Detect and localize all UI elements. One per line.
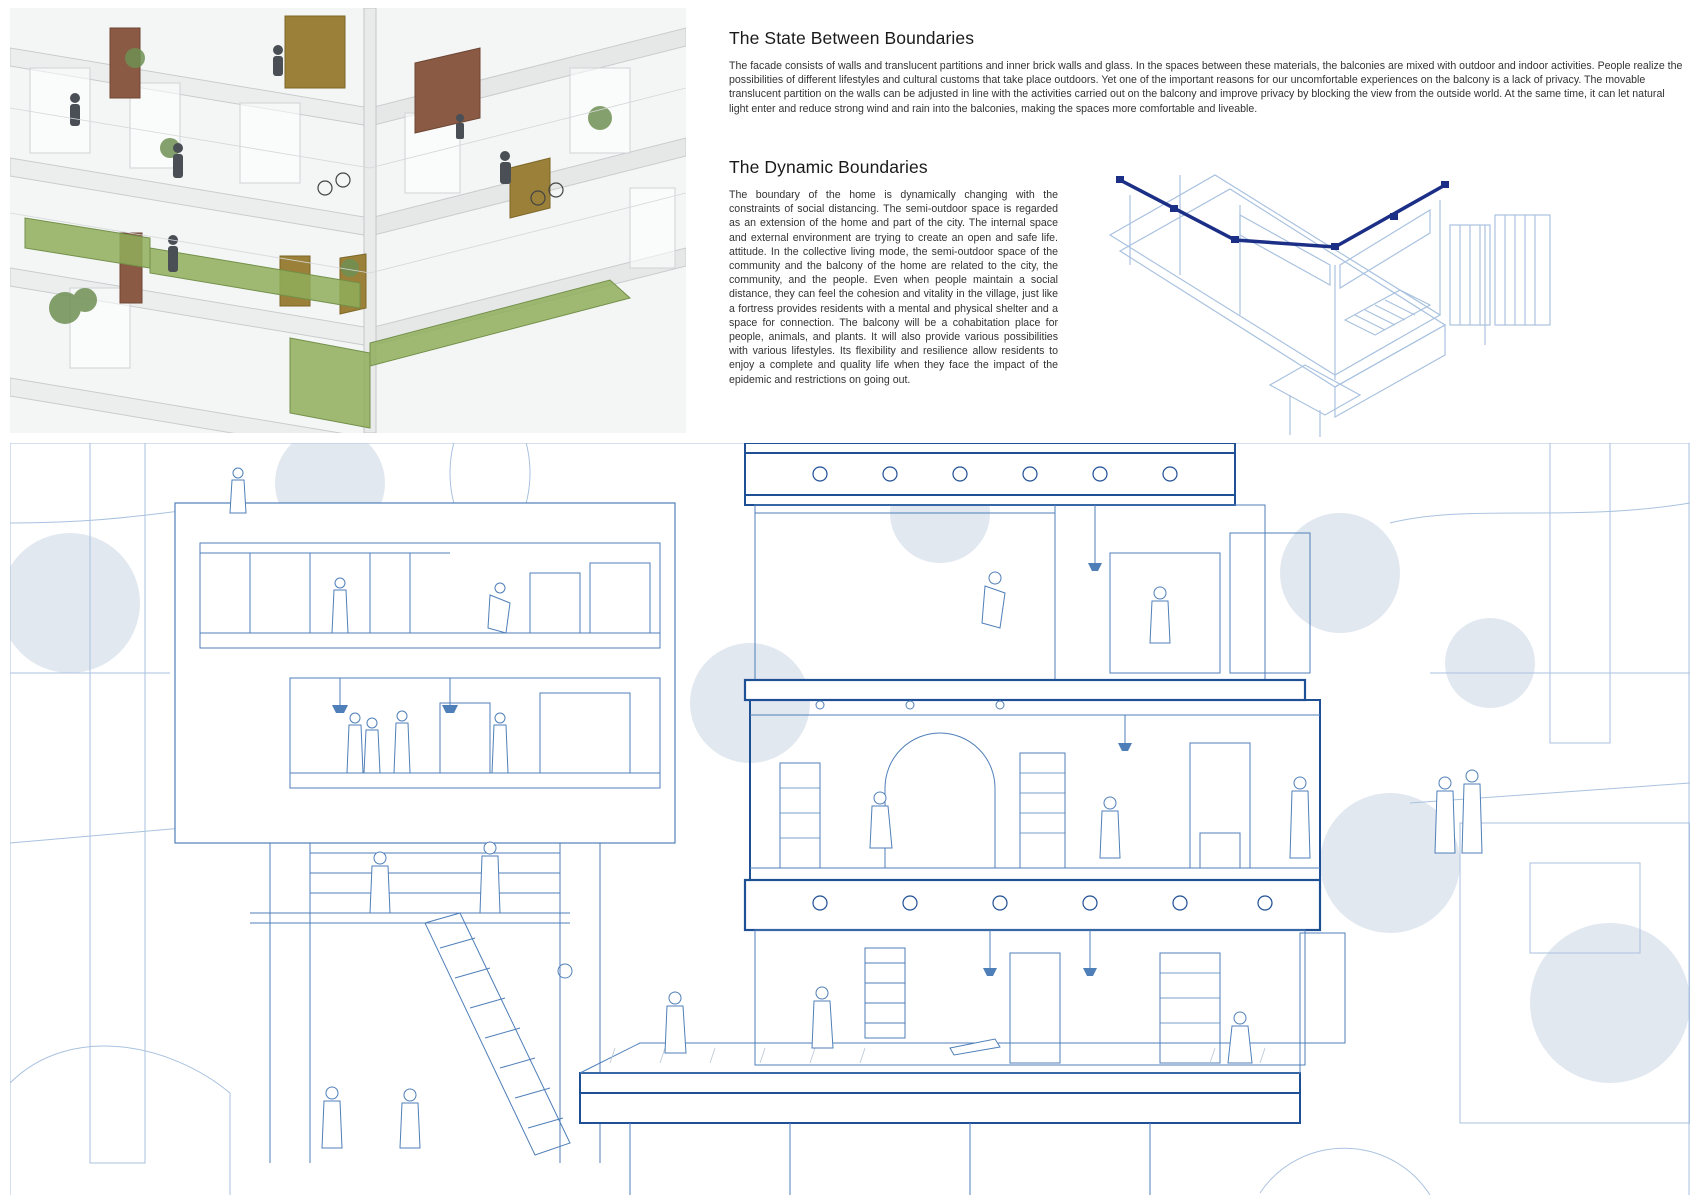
dynamic-boundaries-section: The Dynamic Boundaries The boundary of t… [729,157,1058,387]
facade-axonometric-render [10,8,686,433]
section-drawing [10,443,1690,1195]
boundary-axonometric-diagram [1100,155,1570,440]
boundary-diagram-drawing [1108,174,1551,437]
section-heading: The Dynamic Boundaries [729,157,928,177]
section-heading: The State Between Boundaries [729,28,975,48]
sectional-perspective-drawing [10,443,1690,1195]
section-body: The facade consists of walls and translu… [729,60,1683,115]
facade-drawing [10,8,686,433]
state-between-boundaries-section: The State Between Boundaries The facade … [729,28,1687,116]
section-body: The boundary of the home is dynamically … [729,189,1058,386]
